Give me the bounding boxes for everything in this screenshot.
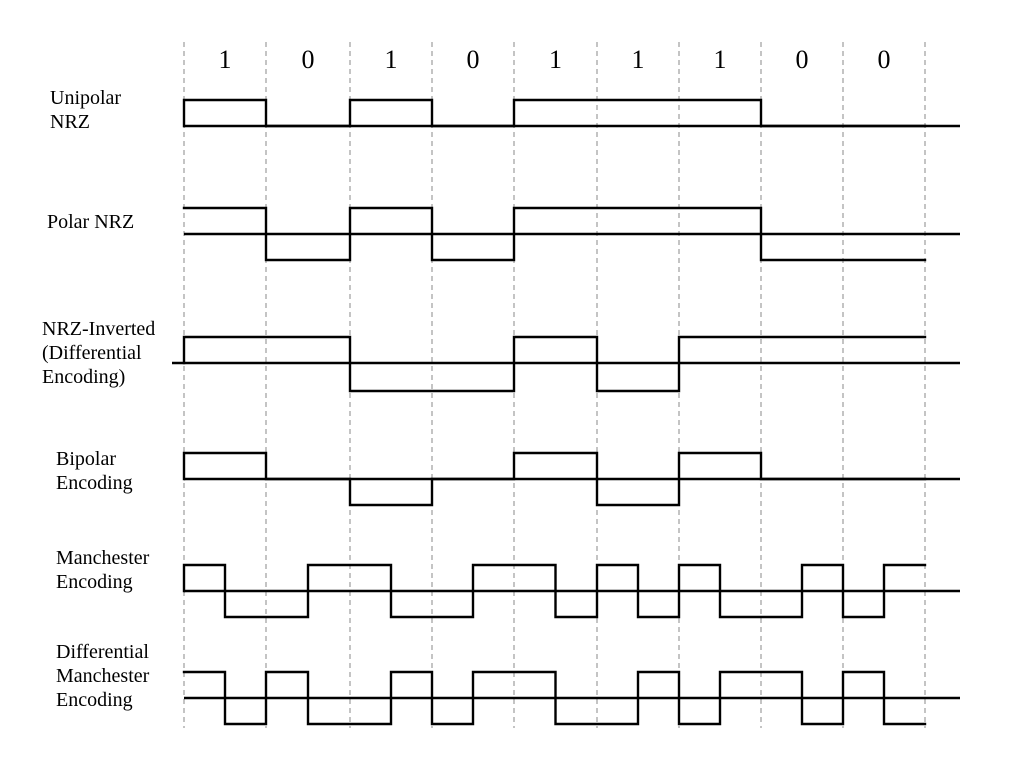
waveform-differential-manchester — [182, 670, 927, 726]
bit-label: 0 — [467, 45, 480, 74]
bit-label: 0 — [878, 45, 891, 74]
waveform-bipolar — [182, 451, 927, 507]
encoding-label-line: Encoding — [56, 571, 133, 593]
waveform-unipolar-nrz — [182, 98, 927, 128]
bit-label: 0 — [302, 45, 315, 74]
bit-label: 1 — [714, 45, 727, 74]
bit-label: 1 — [549, 45, 562, 74]
encoding-label: Polar NRZ — [47, 211, 134, 233]
bit-sequence-row: 1 0 1 0 1 1 1 0 0 — [219, 45, 891, 74]
encoding-label-line: Differential — [56, 641, 149, 663]
encoding-label-line: Unipolar — [50, 87, 121, 109]
encoding-label-line: Encoding) — [42, 366, 125, 388]
encoding-label-line: Polar NRZ — [47, 211, 134, 233]
encoding-label-line: Manchester — [56, 665, 150, 687]
waveform-nrz-inverted — [182, 335, 927, 393]
encoding-label-line: NRZ — [50, 111, 90, 133]
bit-label: 1 — [385, 45, 398, 74]
encoding-label-line: (Differential — [42, 342, 142, 364]
encoding-label-line: Encoding — [56, 472, 133, 494]
bit-label: 1 — [219, 45, 232, 74]
encoding-label-line: Bipolar — [56, 448, 116, 470]
encoding-label-line: Encoding — [56, 689, 133, 711]
bit-label: 0 — [796, 45, 809, 74]
bit-label: 1 — [632, 45, 645, 74]
encoding-row-polar-nrz: Polar NRZ — [47, 206, 960, 262]
bit-boundary-gridlines — [183, 42, 926, 728]
waveform-manchester — [182, 563, 927, 619]
encoding-label-line: Manchester — [56, 547, 150, 569]
encoding-label-line: NRZ-Inverted — [42, 318, 155, 340]
waveform-polar-nrz — [182, 206, 927, 262]
